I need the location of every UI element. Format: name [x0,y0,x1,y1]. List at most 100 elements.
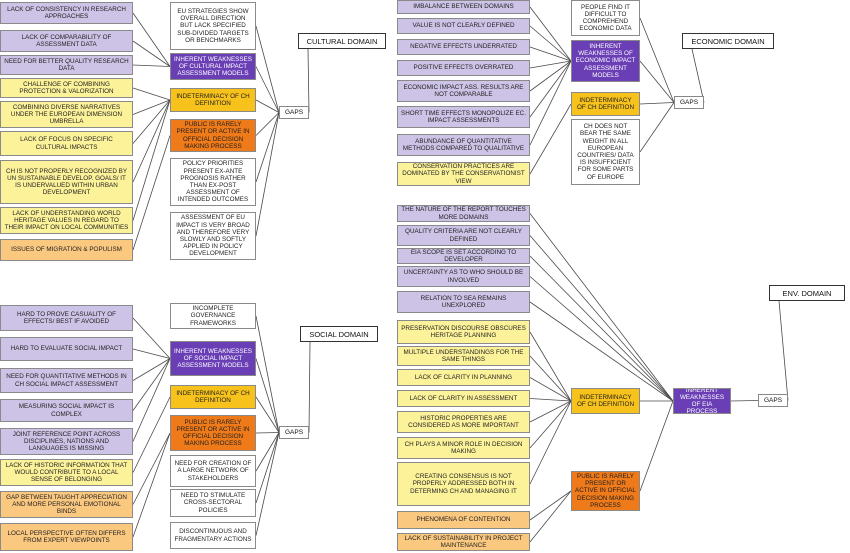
economic-cause-box: NEGATIVE EFFECTS UNDERRATED [397,39,530,55]
economic-cause-box: IMBALANCE BETWEEN DOMAINS [397,0,530,14]
social-gaps-node: GAPS [279,426,309,439]
social-category-box: INDETERMINACY OF CH DEFINITION [170,385,256,409]
cause-connector [132,348,171,359]
cause-connector [132,358,171,381]
cultural-cause-box: LACK OF COMPARABILITY OF ASSESSMENT DATA [0,30,133,52]
cultural-cause-box: LACK OF UNDERSTANDING WORLD HERITAGE VAL… [0,207,133,234]
cause-connector [132,432,171,538]
cultural-cause-box: LACK OF CONSISTENCY IN RESEARCH APPROACH… [0,2,133,24]
env-cause-box: RELATION TO SEA REMAINS UNEXPLORED [397,291,530,313]
cultural-category-box: POLICY PRIORITIES PRESENT EX-ANTE PROGNO… [170,158,256,206]
economic-cause-box: ABUNDANCE OF QUANTITATIVE METHODS COMPAR… [397,134,530,156]
social-cause-box: JOINT REFERENCE POINT ACROSS DISCIPLINES… [0,428,133,455]
env-category-box: INDETERMINACY OF CH DEFINITION [571,388,640,414]
cause-connector [529,398,572,402]
cultural-category-box: INHERENT WEAKNESSES OF CULTURAL IMPACT A… [170,53,256,80]
economic-category-box: INDETERMINACY OF CH DEFINITION [571,92,640,116]
cause-connector [529,331,572,402]
cause-connector [529,400,572,423]
cultural-category-box: PUBLIC IS RARELY PRESENT OR ACTIVE IN OF… [170,119,256,152]
cultural-cause-box: CH IS NOT PROPERLY RECOGNIZED BY UN SUST… [0,160,133,204]
cause-connector [529,301,674,402]
cultural-cause-box: LACK OF FOCUS ON SPECIFIC CULTURAL IMPAC… [0,131,133,156]
economic-category-box: CH DOES NOT BEAR THE SAME WEIGHT IN ALL … [571,119,640,185]
env-cause-box: PHENOMENA OF CONTENTION [397,511,530,529]
economic-domain-title: ECONOMIC DOMAIN [682,33,774,49]
social-cause-box: HARD TO EVALUATE SOCIAL IMPACT [0,337,133,361]
economic-cause-box: SHORT TIME EFFECTS MONOPOLIZE EC. IMPACT… [397,106,530,128]
economic-category-box: PEOPLE FIND IT DIFFICULT TO COMPREHEND E… [571,0,640,36]
cause-connector [529,60,572,146]
cause-connector [132,99,171,115]
category-connector [639,60,675,103]
category-connector [255,66,280,113]
category-connector [255,315,280,433]
env-inherent-weakness-box: INHERENT WEAKNESSES OF EIA PROCESS [673,388,731,414]
cause-connector [529,60,572,118]
cause-connector [529,377,572,402]
env-cause-box: MULTIPLE UNDERSTANDINGS FOR THE SAME THI… [397,346,530,366]
env-cause-box: EIA SCOPE IS SET ACCORDING TO DEVELOPER [397,248,530,264]
category-connector [639,400,674,492]
cause-connector [132,135,171,251]
category-connector [255,112,280,183]
domain-connector [307,48,310,113]
env-gaps-node: GAPS [758,394,788,407]
category-connector [255,112,280,237]
env-cause-box: LACK OF CLARITY IN PLANNING [397,369,530,386]
social-cause-box: LOCAL PERSPECTIVE OFTEN DIFFERS FROM EXP… [0,523,133,551]
cause-connector [529,6,572,62]
social-category-box: NEED FOR CREATION OF A LARGE NETWORK OF … [170,455,256,487]
cause-connector [529,213,674,402]
economic-cause-box: ECONOMIC IMPACT ASS. RESULTS ARE NOT COM… [397,80,530,102]
env-cause-box: HISTORIC PROPERTIES ARE CONSIDERED AS MO… [397,411,530,433]
cultural-category-box: ASSESSMENT OF EU IMPACT IS VERY BROAD AN… [170,212,256,260]
cause-connector [132,87,171,101]
social-category-box: INHERENT WEAKNESSES OF SOCIAL IMPACT ASS… [170,341,256,376]
economic-gaps-node: GAPS [674,96,704,109]
social-domain-title: SOCIAL DOMAIN [300,326,378,342]
env-cause-box: UNCERTAINTY AS TO WHO SHOULD BE INVOLVED [397,266,530,287]
cause-connector [132,64,171,67]
social-category-box: PUBLIC IS RARELY PRESENT OR ACTIVE IN OF… [170,415,256,451]
domain-connector [308,341,311,433]
cause-connector [529,276,674,402]
social-category-box: NEED TO STIMULATE CROSS-SECTORAL POLICIE… [170,489,256,517]
category-connector [639,17,675,103]
cause-connector [132,432,171,505]
cause-connector [529,255,674,402]
economic-cause-box: CONSERVATION PRACTICES ARE DOMINATED BY … [397,162,530,186]
cultural-cause-box: COMBINING DIVERSE NARRATIVES UNDER THE E… [0,101,133,128]
cultural-cause-box: CHALLENGE OF COMBINING PROTECTION & VALO… [0,78,133,98]
cultural-category-box: INDETERMINACY OF CH DEFINITION [170,88,256,112]
category-connector [255,112,280,136]
cause-connector [132,317,171,359]
env-category-box: PUBLIC IS RARELY PRESENT OR ACTIVE IN OF… [571,471,640,511]
category-connector [255,432,280,472]
domain-connector [691,48,705,103]
cause-connector [529,60,572,92]
cause-connector [132,358,171,442]
economic-category-box: INHERENT WEAKNESSES OF ECONOMIC IMPACT A… [571,40,640,82]
cause-connector [529,490,572,521]
cause-connector [529,103,572,175]
cause-connector [529,400,572,449]
economic-cause-box: VALUE IS NOT CLEARLY DEFINED [397,18,530,34]
social-cause-box: HARD TO PROVE CASUALITY OF EFFECTS/ BEST… [0,305,133,331]
category-connector [730,400,759,402]
cause-connector [132,99,171,183]
cause-connector [132,99,171,144]
env-cause-box: PRESERVATION DISCOURSE OBSCURES HERITAGE… [397,320,530,344]
social-category-box: INCOMPLETE GOVERNANCE FRAMEWORKS [170,303,256,329]
social-cause-box: NEED FOR QUANTITATIVE METHODS IN CH SOCI… [0,368,133,393]
cause-connector [529,400,572,485]
category-connector [255,432,280,504]
cultural-cause-box: ISSUES OF MIGRATION & POPULISM [0,239,133,261]
cause-connector [529,60,572,69]
env-cause-box: CREATING CONSENSUS IS NOT PROPERLY ADDRE… [397,462,530,506]
category-connector [255,432,280,434]
cause-connector [132,358,171,411]
social-cause-box: LACK OF HISTORIC INFORMATION THAT WOULD … [0,459,133,486]
category-connector [639,102,675,105]
